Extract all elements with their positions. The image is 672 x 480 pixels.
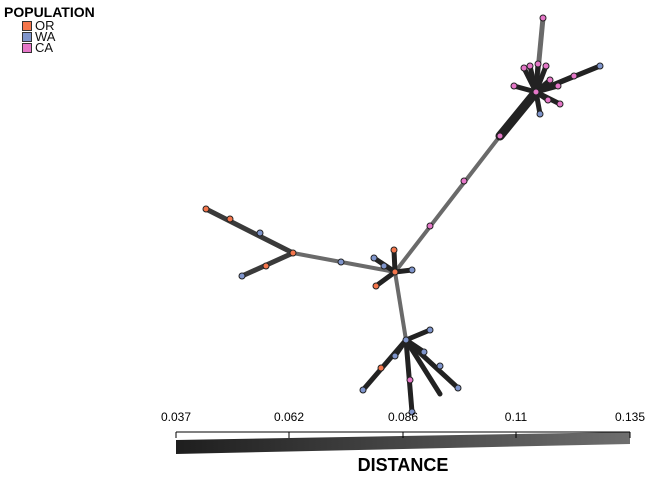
network-node-ca <box>526 62 534 70</box>
network-edges <box>203 15 603 415</box>
network-node-or <box>202 205 210 213</box>
network-node-wa <box>380 262 388 270</box>
network-node-wa <box>408 266 416 274</box>
network-edge <box>511 83 539 95</box>
network-node-or <box>226 215 234 223</box>
network-node-or <box>289 249 297 257</box>
scale-title: DISTANCE <box>358 455 449 475</box>
legend-title: POPULATION <box>4 4 95 20</box>
network-node-wa <box>370 254 378 262</box>
network-edge <box>393 270 408 342</box>
legend-swatch-or <box>22 20 32 31</box>
legend-label-ca: CA <box>35 40 54 55</box>
network-node-ca <box>539 14 547 22</box>
network-node-wa <box>359 386 367 394</box>
network-edge <box>373 269 398 289</box>
network-node-wa <box>596 62 604 70</box>
distance-scale: 0.037 0.062 0.086 0.11 0.135 DISTANCE <box>161 410 645 475</box>
scale-tick-label: 0.062 <box>274 410 304 424</box>
network-edge <box>391 247 398 275</box>
network-node-ca <box>426 222 434 230</box>
network-node-ca <box>556 100 564 108</box>
population-legend: POPULATION OR WA CA <box>4 4 95 55</box>
network-node-wa <box>536 110 544 118</box>
network-edge <box>403 337 415 415</box>
network-node-ca <box>406 376 414 384</box>
network-node-wa <box>426 326 434 334</box>
network-node-ca <box>544 96 552 104</box>
network-edge <box>495 87 541 141</box>
network-node-ca <box>520 64 528 72</box>
network-node-or <box>262 262 270 270</box>
network-node-ca <box>534 60 542 68</box>
network-edge <box>403 327 433 343</box>
network-node-wa <box>408 408 416 416</box>
network-node-wa <box>238 272 246 280</box>
legend-swatch-wa <box>22 31 32 42</box>
network-edge <box>533 89 543 117</box>
scale-tick-label: 0.135 <box>615 410 645 424</box>
network-node-ca <box>554 82 562 90</box>
network-node-ca <box>496 132 504 140</box>
network-node-wa <box>402 336 410 344</box>
network-edge <box>533 83 561 95</box>
legend-item-or: OR <box>22 18 95 33</box>
network-node-ca <box>542 62 550 70</box>
network-node-wa <box>337 258 345 266</box>
network-nodes <box>202 14 604 416</box>
network-node-ca <box>532 88 540 96</box>
legend-label-or: OR <box>35 18 55 33</box>
network-node-wa <box>454 384 462 392</box>
network-node-ca <box>460 177 468 185</box>
network-node-wa <box>420 348 428 356</box>
network-node-or <box>391 268 399 276</box>
network-edge <box>393 134 502 274</box>
scale-tick-label: 0.037 <box>161 410 191 424</box>
network-node-ca <box>570 72 578 80</box>
legend-label-wa: WA <box>35 29 56 44</box>
legend-item-ca: CA <box>22 40 95 55</box>
network-edge <box>403 337 427 355</box>
scale-tick-label: 0.11 <box>505 410 528 424</box>
network-node-ca <box>510 82 518 90</box>
scale-tick-label: 0.086 <box>388 410 418 424</box>
network-node-or <box>372 282 380 290</box>
network-node-wa <box>436 362 444 370</box>
network-edge <box>403 337 443 397</box>
network-node-or <box>390 246 398 254</box>
network-node-wa <box>256 229 264 237</box>
legend-item-wa: WA <box>22 29 95 44</box>
network-node-or <box>377 364 385 372</box>
legend-swatch-ca <box>22 42 32 53</box>
network-node-wa <box>391 352 399 360</box>
network-node-ca <box>546 76 554 84</box>
network-edge <box>203 206 296 256</box>
